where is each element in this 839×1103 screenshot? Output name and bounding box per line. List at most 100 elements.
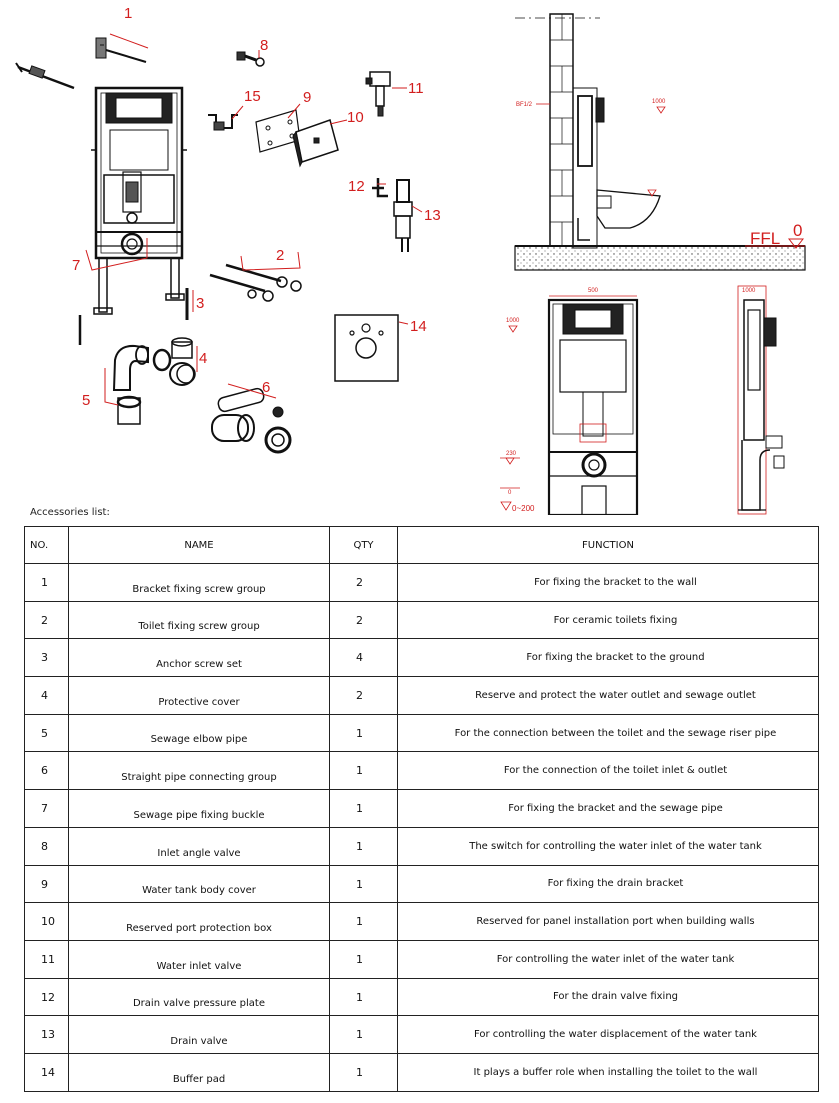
front-elevation-view <box>500 295 639 515</box>
header-name: NAME <box>68 526 330 564</box>
cell-name: Toilet fixing screw group <box>68 600 330 640</box>
buffer-pad-part <box>334 314 399 382</box>
cell-function: Reserved for panel installation port whe… <box>397 902 819 941</box>
table-row: 14 Buffer pad 1 It plays a buffer role w… <box>24 1052 819 1092</box>
table-row: 1 Bracket fixing screw group 2 For fixin… <box>24 563 819 602</box>
cell-function: For controlling the water inlet of the w… <box>397 939 819 979</box>
cell-no: 7 <box>24 789 69 828</box>
cell-qty: 1 <box>329 713 398 753</box>
front-elevation-labels: 500 1000 230 0 0~200 <box>500 288 599 513</box>
cell-name: Drain valve <box>68 1015 330 1054</box>
cell-qty: 1 <box>329 939 398 979</box>
inlet-valve-part <box>365 71 391 117</box>
cell-no: 9 <box>24 864 69 904</box>
pipe-label: BF1/2 <box>516 102 533 108</box>
exploded-parts-view <box>15 37 413 454</box>
cell-function: For fixing the drain bracket <box>397 864 819 904</box>
side-elevation-view <box>737 285 785 515</box>
cell-no: 4 <box>24 676 69 715</box>
callout-9: 9 <box>303 89 311 106</box>
cell-function: For fixing the bracket to the wall <box>397 563 819 602</box>
table-row: 13 Drain valve 1 For controlling the wat… <box>24 1015 819 1054</box>
cell-qty: 1 <box>329 1015 398 1054</box>
cell-name: Protective cover <box>68 676 330 715</box>
cell-qty: 1 <box>329 1052 398 1092</box>
inlet-height: 230 <box>506 451 517 457</box>
straight-pipe-part <box>211 387 292 454</box>
cell-function: Reserve and protect the water outlet and… <box>397 676 819 715</box>
cell-name: Anchor screw set <box>68 638 330 678</box>
cell-name: Sewage elbow pipe <box>68 713 330 753</box>
cell-no: 10 <box>24 902 69 941</box>
cell-name: Inlet angle valve <box>68 826 330 866</box>
wall-anchor-rod <box>15 62 75 90</box>
callout-2: 2 <box>276 247 284 264</box>
cell-function: For the drain valve fixing <box>397 977 819 1017</box>
table-row: 2 Toilet fixing screw group 2 For cerami… <box>24 600 819 640</box>
tank-cover-part <box>255 109 301 153</box>
cell-name: Water inlet valve <box>68 939 330 979</box>
cell-function: For the connection between the toilet an… <box>397 713 819 753</box>
cell-qty: 2 <box>329 600 398 640</box>
table-row: 10 Reserved port protection box 1 Reserv… <box>24 902 819 941</box>
cell-qty: 4 <box>329 638 398 678</box>
table-row: 9 Water tank body cover 1 For fixing the… <box>24 864 819 904</box>
cell-function: For fixing the bracket to the ground <box>397 638 819 678</box>
callout-14: 14 <box>410 318 427 335</box>
toilet-screw-part <box>209 263 302 302</box>
cell-no: 3 <box>24 638 69 678</box>
table-row: 4 Protective cover 2 Reserve and protect… <box>24 676 819 715</box>
callout-3: 3 <box>196 295 204 312</box>
ffl-label: FFL <box>750 229 780 248</box>
cell-qty: 2 <box>329 676 398 715</box>
pipe-buckle-part <box>208 114 238 131</box>
side-section-view <box>514 13 806 271</box>
cell-qty: 1 <box>329 864 398 904</box>
callout-8: 8 <box>260 37 268 54</box>
cell-qty: 1 <box>329 826 398 866</box>
floor-zero: 0 <box>508 490 512 496</box>
frame-bracket <box>91 86 187 315</box>
height-mark-front: 1000 <box>506 318 520 324</box>
cell-no: 2 <box>24 600 69 640</box>
header-no: NO. <box>24 526 69 564</box>
height-mark-side: 1000 <box>652 99 666 105</box>
bracket-screw-part <box>95 37 147 63</box>
cell-no: 8 <box>24 826 69 866</box>
cell-name: Drain valve pressure plate <box>68 977 330 1017</box>
cell-function: For fixing the bracket and the sewage pi… <box>397 789 819 828</box>
cell-qty: 2 <box>329 563 398 602</box>
cell-name: Buffer pad <box>68 1052 330 1092</box>
cell-function: For the connection of the toilet inlet &… <box>397 751 819 791</box>
cell-function: For controlling the water displacement o… <box>397 1015 819 1054</box>
cell-name: Bracket fixing screw group <box>68 563 330 602</box>
cell-qty: 1 <box>329 751 398 791</box>
callout-6: 6 <box>262 379 270 396</box>
side-elevation-labels: 1000 <box>742 288 756 294</box>
cell-function: The switch for controlling the water inl… <box>397 826 819 866</box>
accessories-list-label: Accessories list: <box>30 507 110 518</box>
callout-13: 13 <box>424 207 441 224</box>
technical-drawings: 1 2 3 4 5 6 7 8 9 10 11 12 13 14 15 <box>15 5 806 515</box>
cell-no: 1 <box>24 563 69 602</box>
height-mark-right: 1000 <box>742 288 756 294</box>
angle-valve-part <box>236 51 265 67</box>
cell-function: For ceramic toilets fixing <box>397 600 819 640</box>
callout-5: 5 <box>82 392 90 409</box>
cell-no: 14 <box>24 1052 69 1092</box>
accessories-table: NO. NAME QTY FUNCTION 1 Bracket fixing s… <box>24 526 819 1092</box>
elbow-pipe-part <box>112 344 172 425</box>
callout-10: 10 <box>347 109 364 126</box>
protective-cover-part <box>169 337 196 386</box>
header-qty: QTY <box>329 526 398 564</box>
table-row: 11 Water inlet valve 1 For controlling t… <box>24 939 819 979</box>
table-row: 7 Sewage pipe fixing buckle 1 For fixing… <box>24 789 819 828</box>
cell-qty: 1 <box>329 902 398 941</box>
callout-11: 11 <box>408 80 424 97</box>
cell-no: 5 <box>24 713 69 753</box>
callout-12: 12 <box>348 178 365 195</box>
port-box-part <box>292 119 339 168</box>
callout-4: 4 <box>199 350 207 367</box>
table-header-row: NO. NAME QTY FUNCTION <box>24 526 819 564</box>
cell-qty: 1 <box>329 977 398 1017</box>
